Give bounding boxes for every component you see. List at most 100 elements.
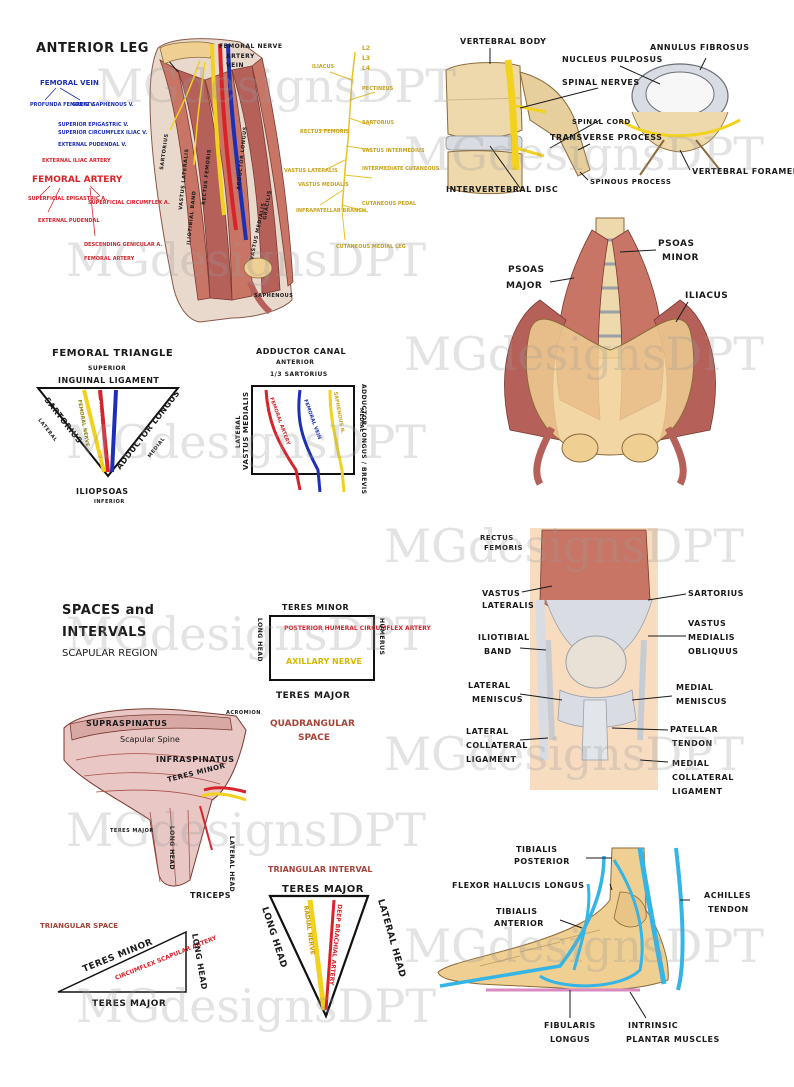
nerve-branch-sartorius: SARTORIUS <box>362 120 395 126</box>
watermark: MGdesignsDPT <box>404 327 764 381</box>
foot-label-achilles-2: TENDON <box>708 905 749 914</box>
spaces-panel: SPACES and INTERVALS SCAPULAR REGION SUP… <box>62 603 261 900</box>
femoral-nerve-label: FEMORAL NERVE <box>219 43 282 50</box>
psoas-major-label-2: MAJOR <box>506 281 542 291</box>
foot-label-tib-post-1: TIBIALIS <box>516 845 558 854</box>
scapula-label-spine: Scapular Spine <box>120 735 180 744</box>
nucleus-pulposus-shape <box>645 71 715 117</box>
watermark: MGdesignsDPT <box>66 607 426 661</box>
scapula-label-teres-major: TERES MAJOR <box>110 828 154 834</box>
femoral-triangle-outline <box>35 387 181 478</box>
muscle-label-gracilis: GRACILIS <box>262 190 273 221</box>
anterior-leg-panel: ANTERIOR LEG FEMORAL NERVE ARTERY VEIN S… <box>28 38 440 323</box>
tibialis-anterior-line <box>572 883 591 971</box>
spinal-nerves-yellow <box>515 104 547 158</box>
add-canal-lateral-wall: VASTUS MEDIALIS <box>242 391 250 470</box>
nerve-branch-cutaneous-medial-leg: CUTANEOUS MEDIAL LEG <box>336 244 406 250</box>
vertebra-label-body: VERTEBRAL BODY <box>460 37 546 46</box>
psoas-major-label-1: PSOAS <box>508 265 544 275</box>
watermark: MGdesignsDPT <box>66 415 426 469</box>
femoral-vein-annotation: FEMORAL VEIN <box>40 79 99 87</box>
tri-space-outline <box>57 930 187 993</box>
scapula-muscles <box>63 708 247 887</box>
tri-int-right: LATERAL HEAD <box>375 898 407 979</box>
scapula-label-acromion: ACROMION <box>226 710 261 716</box>
scapula-label-long-head: LONG HEAD <box>168 826 175 870</box>
vertebra-label-nucleus: NUCLEUS PULPOSUS <box>562 55 663 64</box>
quad-bottom: TERES MAJOR <box>276 691 350 701</box>
adductor-longus-muscle <box>231 65 281 295</box>
nerve-branch-rectus-femoris: RECTUS FEMORIS <box>300 129 350 135</box>
quad-left: LONG HEAD <box>256 618 263 662</box>
scapula-label-supraspinatus: SUPRASPINATUS <box>86 719 168 728</box>
watermark: MGdesignsDPT <box>66 233 426 287</box>
knee-label-itb-1: ILIOTIBIAL <box>478 633 530 642</box>
adductor-canal-roof: 1/3 SARTORIUS <box>270 371 328 378</box>
iliacus-label: ILIACUS <box>685 291 728 301</box>
fem-tri-lateral: LATERAL <box>36 418 58 444</box>
tendon-line-posterior <box>674 847 685 991</box>
nerve-root-l4: L4 <box>362 65 370 72</box>
muscle-label-rectus-femoris: RECTUS FEMORIS <box>201 149 213 205</box>
knee-label-vmo-1: VASTUS <box>688 619 726 628</box>
nerve-branch-vastus-intermedius: VASTUS INTERMEDIUS <box>362 148 425 154</box>
nerve-branch-iliacus: ILIACUS <box>312 64 335 70</box>
knee-label-rectus-1: RECTUS <box>480 534 514 542</box>
knee-label-itb-2: BAND <box>484 647 512 656</box>
knee-label-mcl-1: MEDIAL <box>672 759 709 768</box>
watermark: MGdesignsDPT <box>66 803 426 857</box>
knee-label-lcl-3: LIGAMENT <box>466 755 516 764</box>
fem-tri-content-artery: FEMORAL ARTERY <box>94 400 104 451</box>
quad-content-artery: POSTERIOR HUMERAL CIRCUMFLEX ARTERY <box>284 625 432 632</box>
femoral-triangle-title: FEMORAL TRIANGLE <box>52 348 173 359</box>
femoral-triangle-superior: SUPERIOR <box>88 365 126 372</box>
vein-branch-profunda: PROFUNDA FEMORIS V. <box>30 102 96 108</box>
foot-label-achilles-1: ACHILLES <box>704 891 751 900</box>
knee-label-vmo-2: MEDIALIS <box>688 633 735 642</box>
external-iliac-annotation: EXTERNAL ILIAC ARTERY <box>42 158 111 164</box>
muscle-label-sartorius: SARTORIUS <box>159 133 170 170</box>
nerve-root-l3: L3 <box>362 55 370 62</box>
quad-caption-1: QUADRANGULAR <box>270 719 355 729</box>
knee-label-mcl-3: LIGAMENT <box>672 787 722 796</box>
add-canal-vein <box>297 389 322 493</box>
psoas-minor-label-2: MINOR <box>662 253 699 263</box>
foot-label-intrinsic-2: PLANTAR MUSCLES <box>626 1035 720 1044</box>
nerve-branch-pectineus: PECTINEUS <box>362 86 394 92</box>
watermark: MGdesignsDPT <box>404 919 764 973</box>
intervertebral-disc <box>445 135 523 151</box>
vein-branch-ext-pudendal: EXTERNAL PUDENDAL V. <box>58 142 127 148</box>
tri-int-top: TERES MAJOR <box>282 884 364 895</box>
artery-branch-desc-genicular: DESCENDING GENICULAR A. <box>84 242 162 248</box>
add-canal-medial-wall: ADDUCTOR LONGUS / BREVIS <box>360 384 367 495</box>
vein-branch-sup-circumflex: SUPERIOR CIRCUMFLEX ILIAC V. <box>58 130 147 136</box>
patella <box>565 635 627 689</box>
knee-label-mcl-2: COLLATERAL <box>672 773 734 782</box>
vertebra-label-foramen: VERTEBRAL FORAMEN <box>692 167 794 176</box>
spinal-cord-yellow <box>504 59 520 171</box>
tibialis-posterior-line <box>539 859 644 988</box>
quad-content-nerve: AXILLARY NERVE <box>286 657 362 666</box>
vertebra-panel: VERTEBRAL BODY NUCLEUS PULPOSUS ANNULUS … <box>445 37 794 195</box>
knee-label-lcl-2: COLLATERAL <box>466 741 528 750</box>
nerve-root-l2: L2 <box>362 45 370 52</box>
knee-label-med-meniscus-2: MENISCUS <box>676 697 727 706</box>
foot-label-tib-ant-2: ANTERIOR <box>494 919 544 928</box>
nerve-branch-cutaneous-pedal: CUTANEOUS PEDAL <box>362 201 417 207</box>
femoral-nerve-line <box>210 43 226 216</box>
scapula-label-triceps: TRICEPS <box>190 891 231 900</box>
quad-right: HUMERUS <box>378 618 385 655</box>
knee-panel: RECTUS FEMORIS VASTUS LATERALIS SARTORIU… <box>466 528 743 796</box>
knee-label-lat-meniscus-1: LATERAL <box>468 681 511 690</box>
tri-int-artery-line <box>324 899 336 1011</box>
watermark: MGdesignsDPT <box>96 59 456 113</box>
foot-label-tib-post-2: POSTERIOR <box>514 857 570 866</box>
artery-branch-sup-circumflex: SUPERFICIAL CIRCUMFLEX A. <box>88 200 170 206</box>
add-canal-nerve <box>328 389 346 493</box>
watermark-layer: MGdesignsDPT MGdesignsDPT MGdesignsDPT M… <box>66 59 764 1033</box>
nerve-branch-infrapatellar: INFRAPATELLAR BRANCH <box>296 208 366 214</box>
vein-branch-great-saphenous: GREAT SAPHENOUS V. <box>72 102 134 108</box>
femoral-artery-annotation: FEMORAL ARTERY <box>32 175 123 185</box>
watermark: MGdesignsDPT <box>384 519 744 573</box>
tri-space-bottom: TERES MAJOR <box>92 999 166 1009</box>
